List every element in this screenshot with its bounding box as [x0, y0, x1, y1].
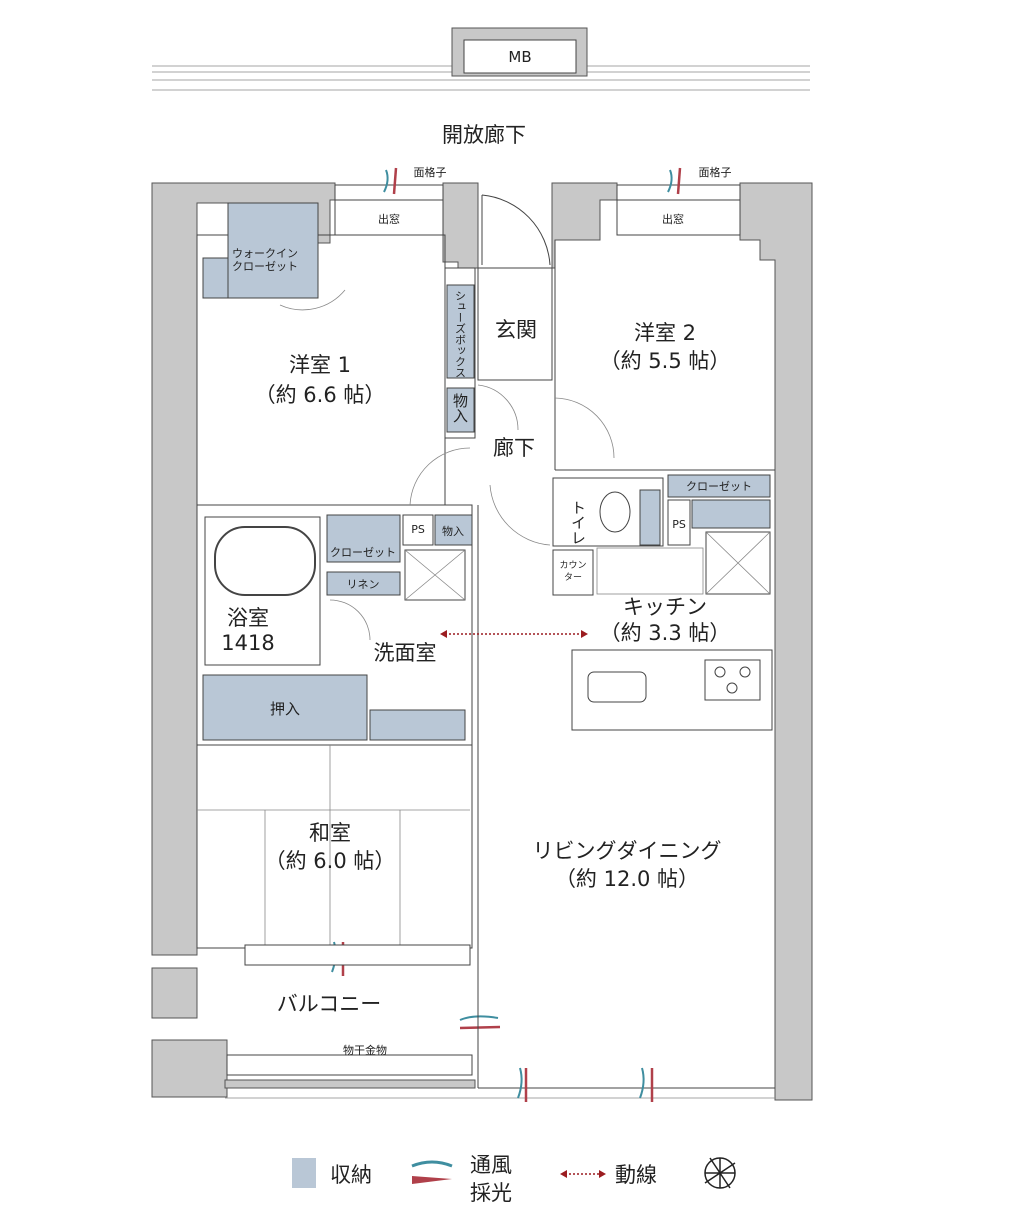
circulation-arrow [440, 630, 588, 638]
compass-icon [704, 1157, 736, 1189]
ps-a-label: PS [411, 523, 425, 536]
closet-b [667, 474, 771, 498]
bay-window-2 [616, 199, 741, 236]
legend-circulation: 動線 [615, 1163, 657, 1187]
japanese-room-size: （約 6.0 帖） [265, 849, 396, 873]
storage-a [446, 387, 475, 433]
kitchen-name: キッチン [623, 595, 707, 619]
washroom-label: 洗面室 [374, 641, 437, 665]
shoe-box [446, 284, 475, 379]
legend-daylight: 採光 [470, 1181, 512, 1205]
partitions [196, 234, 775, 1088]
japanese-room-name: 和室 [309, 821, 351, 845]
toilet-label: トイレ [569, 500, 587, 545]
stove [704, 659, 761, 701]
drying-rack-label: 物干金物 [343, 1043, 387, 1057]
mb-box [463, 39, 577, 74]
sink [587, 671, 647, 703]
closet-b-label: クローゼット [686, 480, 752, 493]
counter-label-2: ター [564, 572, 582, 583]
walk-in-closet-label-1: ウォークイン [232, 247, 298, 260]
counter-label-1: カウン [559, 560, 586, 571]
western-room-1-size: （約 6.6 帖） [255, 383, 386, 407]
western-room-2-size: （約 5.5 帖） [600, 349, 731, 373]
ventilation-icon [411, 1160, 453, 1168]
oshiire [202, 674, 368, 741]
corridor-label: 開放廊下 [442, 123, 526, 147]
storage-a-label: 物入 [451, 393, 469, 423]
closet-a-label: クローゼット [330, 546, 396, 559]
ps-a [402, 514, 434, 546]
storage-b-label: 物入 [442, 524, 464, 538]
bathroom-size: 1418 [221, 631, 274, 655]
lattice-2-label: 面格子 [699, 165, 732, 179]
shoe-box-label: シューズボックス [454, 290, 467, 378]
storage-areas [202, 202, 771, 741]
mb-label: MB [508, 48, 531, 66]
doors [279, 194, 615, 641]
walk-in-closet-label-2: クローゼット [232, 260, 298, 273]
lattice-1-label: 面格子 [414, 165, 447, 179]
storage-b [434, 514, 473, 546]
legend-storage: 収納 [330, 1163, 372, 1187]
bay-window-1-label: 出窓 [378, 212, 400, 226]
hallway-label: 廊下 [493, 436, 535, 460]
toilet-bowl [599, 491, 631, 533]
walk-in-closet [227, 202, 319, 299]
storage-swatch [292, 1158, 316, 1188]
living-room-name: リビングダイニング [533, 839, 722, 863]
bay-window-2-label: 出窓 [662, 212, 684, 226]
living-room-size: （約 12.0 帖） [555, 867, 699, 891]
bay-window-1 [334, 199, 444, 236]
open-corridor: MB 開放廊下 [152, 27, 810, 147]
bathroom-name: 浴室 [227, 606, 269, 630]
closet-a [326, 514, 401, 563]
legend-ventilation: 通風 [470, 1153, 512, 1177]
linen-label: リネン [347, 578, 380, 591]
western-room-2-name: 洋室 2 [634, 321, 696, 345]
oshiire-label: 押入 [270, 700, 300, 718]
entrance-label: 玄関 [495, 318, 537, 342]
ps-b [667, 499, 691, 546]
daylight-icon [412, 1176, 452, 1184]
linen [326, 571, 401, 596]
bathtub [214, 526, 316, 596]
balcony-label: バルコニー [277, 992, 382, 1016]
kitchen-size: （約 3.3 帖） [600, 621, 731, 645]
ps-b-label: PS [672, 518, 686, 531]
lattice-1 [334, 184, 444, 201]
western-room-1-name: 洋室 1 [289, 353, 351, 377]
legend: 収納 通風 採光 動線 [292, 1153, 736, 1205]
